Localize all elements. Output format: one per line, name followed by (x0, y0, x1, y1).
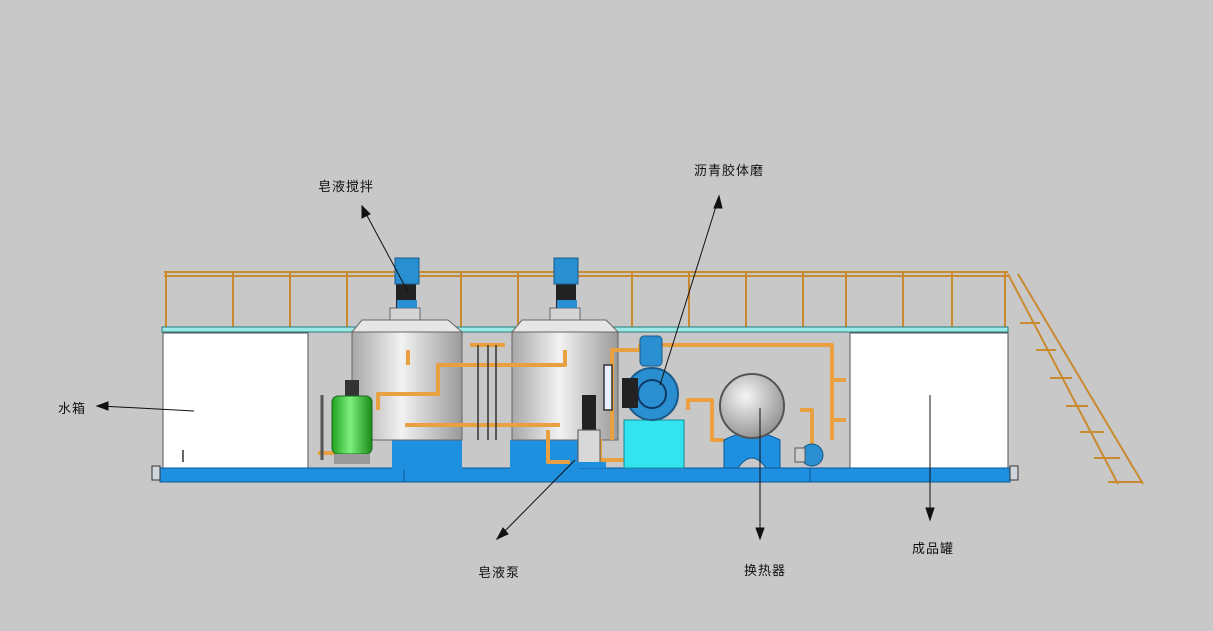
soap-tank-1 (350, 257, 464, 470)
colloid-mill (622, 335, 685, 469)
label-colloid-mill: 沥青胶体磨 (694, 164, 765, 179)
ladder (1007, 273, 1144, 485)
railing (164, 271, 1008, 330)
product-tank (849, 332, 1009, 469)
base-frame (151, 465, 1019, 483)
label-water-tank: 水箱 (58, 402, 87, 417)
label-product-tank: 成品罐 (912, 542, 955, 557)
label-heat-exchanger: 换热器 (744, 564, 787, 579)
flow-meters (477, 345, 613, 440)
product-pump (794, 443, 824, 467)
leader-lines (95, 194, 935, 541)
heat-exchanger (719, 373, 785, 469)
label-soap-pump: 皂液泵 (478, 566, 521, 581)
soap-pump (572, 395, 606, 468)
label-soap-mixer: 皂液搅拌 (318, 180, 375, 195)
water-tank (162, 332, 309, 469)
green-pump (320, 380, 373, 464)
